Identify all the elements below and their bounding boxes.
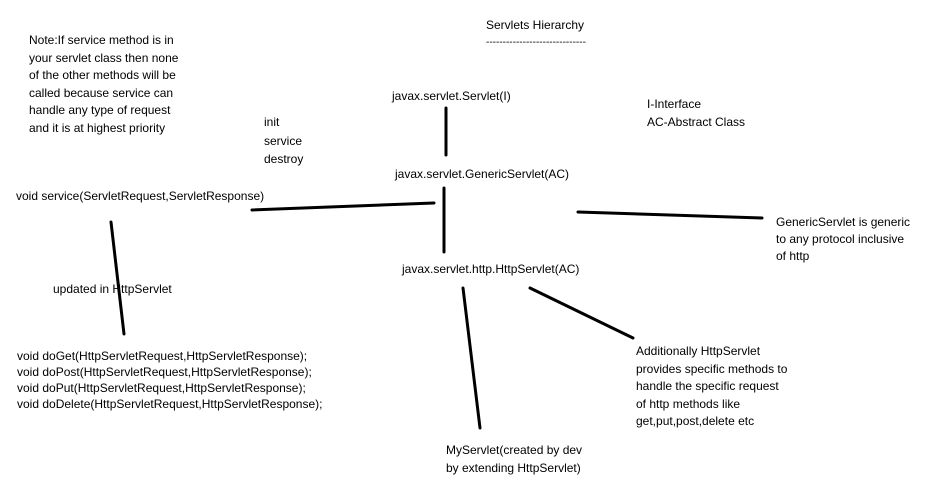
do-method-put: void doPut(HttpServletRequest,HttpServle… [17, 381, 306, 395]
my-servlet-line: by extending HttpServlet) [446, 461, 581, 475]
note-line: your servlet class then none [29, 50, 179, 65]
generic-servlet-note: GenericServlet is generic to any protoco… [776, 214, 910, 265]
service-to-generic-line [250, 201, 436, 212]
lifecycle-method-init: init [264, 115, 280, 129]
http-note-line: Additionally HttpServlet [636, 344, 761, 358]
lifecycle-methods: init service destroy [264, 113, 303, 169]
note-line: and it is at highest priority [29, 120, 166, 135]
service-priority-note: Note:If service method is in your servle… [29, 32, 178, 137]
lifecycle-method-service: service [264, 133, 303, 148]
do-method-post: void doPost(HttpServletRequest,HttpServl… [17, 365, 312, 379]
http-servlet-note: Additionally HttpServlet provides specif… [636, 343, 787, 431]
http-to-myservlet-line [461, 286, 482, 430]
node-my-servlet: MyServlet(created by dev by extending Ht… [446, 441, 582, 477]
legend: I-Interface AC-Abstract Class [647, 95, 745, 131]
http-to-http-note-line [528, 286, 635, 340]
service-to-do-methods-line [109, 220, 126, 336]
node-http-servlet: javax.servlet.http.HttpServlet(AC) [402, 262, 580, 276]
diagram-title: Servlets Hierarchy [486, 18, 585, 32]
generic-note-line: of http [776, 249, 810, 263]
note-line: handle any type of request [29, 103, 171, 117]
lifecycle-method-destroy: destroy [264, 152, 304, 166]
note-line: of the other methods will be [29, 68, 176, 82]
updated-in-httpservlet-label: updated in HttpServlet [53, 282, 172, 296]
do-method-delete: void doDelete(HttpServletRequest,HttpSer… [17, 397, 323, 411]
do-method-get: void doGet(HttpServletRequest,HttpServle… [17, 349, 308, 363]
http-note-line: handle the specific request [636, 379, 779, 393]
note-line: called because service can [29, 85, 174, 100]
http-note-line: get,put,post,delete etc [636, 414, 755, 428]
note-line: Note:If service method is in [29, 33, 174, 47]
node-generic-servlet: javax.servlet.GenericServlet(AC) [395, 167, 570, 181]
my-servlet-line: MyServlet(created by dev [446, 443, 583, 457]
node-servlet-interface: javax.servlet.Servlet(I) [392, 89, 511, 103]
legend-interface: I-Interface [647, 97, 702, 111]
legend-abstract-class: AC-Abstract Class [647, 115, 746, 129]
http-note-line: of http methods like [636, 396, 741, 411]
generic-note-line: GenericServlet is generic [776, 215, 911, 229]
generic-note-line: to any protocol inclusive [776, 232, 905, 246]
title-underline: ------------------------------ [486, 37, 586, 48]
service-signature: void service(ServletRequest,ServletRespo… [16, 189, 265, 203]
generic-to-note-line [576, 210, 764, 220]
do-methods-list: void doGet(HttpServletRequest,HttpServle… [17, 348, 322, 412]
http-note-line: provides specific methods to [636, 361, 788, 376]
